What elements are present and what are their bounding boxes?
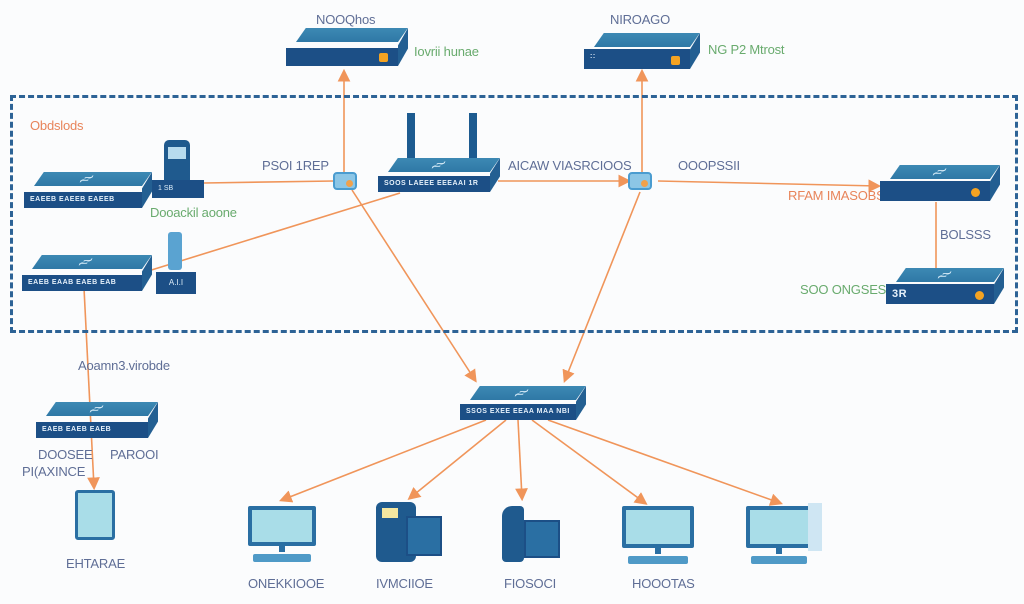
top-switch-right[interactable]: ::: [584, 33, 700, 69]
voip-station-icon[interactable]: [376, 502, 442, 562]
connector-left-label: PSOI 1REP: [262, 158, 329, 173]
server-upper[interactable]: 1 SB: [152, 140, 204, 198]
right-switch-upper-label: RFAM IMASOBS: [788, 188, 885, 203]
tablet-icon[interactable]: [75, 490, 115, 540]
antenna-icon: [469, 113, 477, 163]
endpoint-label-1: ONEKKIOOE: [248, 576, 325, 591]
connector-left-port-icon[interactable]: [333, 172, 357, 190]
link-core-ep2: [407, 419, 507, 501]
ip-phone-icon[interactable]: [502, 506, 562, 562]
status-led-icon: [975, 291, 984, 300]
switch-arrows-icon: ⇄: [83, 404, 108, 415]
status-led-icon: [971, 188, 980, 197]
network-zone: [10, 95, 1018, 333]
link-core-ep4: [531, 419, 648, 505]
link-connR-rightswitch: [657, 179, 882, 193]
router-arrows-icon: ⇄: [425, 160, 450, 171]
link-server-connL: [203, 180, 335, 184]
status-led-icon: [671, 56, 680, 65]
core-switch[interactable]: ⇄ SSOS EXEE EEAA MAA NBI: [460, 386, 586, 420]
top-switch-left-label: Iovrii hunae: [414, 44, 479, 59]
access-label-left-1: DOOSEE: [38, 447, 93, 462]
switch-arrows-icon: ⇄: [74, 174, 98, 185]
access-uplink-label: Aoamn3.virobde: [78, 358, 170, 373]
link-leftswitch-router: [144, 192, 401, 273]
router-center[interactable]: ⇄ SOOS LAEEE EEEAAI 1R: [378, 158, 500, 192]
handset-icon: [502, 506, 524, 562]
right-switch-lower-label: SOO ONGSES: [800, 282, 887, 297]
access-label-left-2: PI(AXINCE: [22, 464, 86, 479]
top-switch-left[interactable]: [286, 28, 408, 66]
tablet-label: EHTARAE: [66, 556, 126, 571]
keypad-icon: [524, 520, 560, 558]
workstation-icon[interactable]: [622, 506, 694, 564]
link-connR-core: [562, 191, 641, 383]
antenna-icon: [407, 113, 415, 163]
server-upper-label: Dooackil aoone: [150, 205, 237, 220]
endpoint-label-4: HOOOTAS: [632, 576, 695, 591]
endpoint-label-2: IVMCIIOE: [376, 576, 433, 591]
link-leftswitch-access: [83, 287, 100, 491]
left-switch-1[interactable]: ⇄ EAEEB EAEEB EAEEB: [24, 172, 152, 208]
top-switch-right-label: NG P2 Mtrost: [708, 42, 785, 57]
keypad-icon: [406, 516, 442, 556]
link-core-ep3: [515, 419, 528, 502]
link-core-ep5: [547, 419, 784, 506]
desktop-icon[interactable]: [248, 506, 316, 562]
server-lower[interactable]: A.I.I: [156, 232, 196, 294]
link-connL-core: [351, 189, 477, 383]
right-switch-link-label: BOLSSS: [940, 227, 991, 242]
connector-right-label-left: AICAW VIASRCIOOS: [508, 158, 632, 173]
switch-arrows-icon: ⇄: [932, 270, 956, 281]
endpoint-label-3: FIOSOCI: [504, 576, 557, 591]
server-screen-icon: [168, 147, 186, 159]
left-switch-2[interactable]: ⇄ EAEB EAAB EAEB EAB: [22, 255, 152, 291]
zone-label: Obdslods: [30, 118, 84, 133]
access-label-right: PAROOI: [110, 447, 159, 462]
right-switch-upper[interactable]: ⇄: [880, 165, 1000, 201]
connector-right-label-right: OOOPSSII: [678, 158, 740, 173]
status-led-icon: [379, 53, 388, 62]
switch-arrows-icon: ⇄: [72, 257, 97, 268]
workstation-icon[interactable]: [746, 506, 812, 564]
top-switch-right-title: NIROAGO: [610, 12, 670, 27]
tower-icon: [808, 503, 822, 551]
access-switch[interactable]: ⇄ EAEB EAEB EAEB: [36, 402, 158, 438]
top-switch-left-title: NOOQhos: [316, 12, 376, 27]
switch-arrows-icon: ⇄: [926, 167, 951, 178]
right-switch-lower[interactable]: ⇄ 3R: [886, 268, 1004, 304]
link-core-ep1: [279, 419, 487, 503]
switch-arrows-icon: ⇄: [509, 388, 534, 399]
antenna-tower-icon: [168, 232, 182, 270]
connector-right-port-icon[interactable]: [628, 172, 652, 190]
